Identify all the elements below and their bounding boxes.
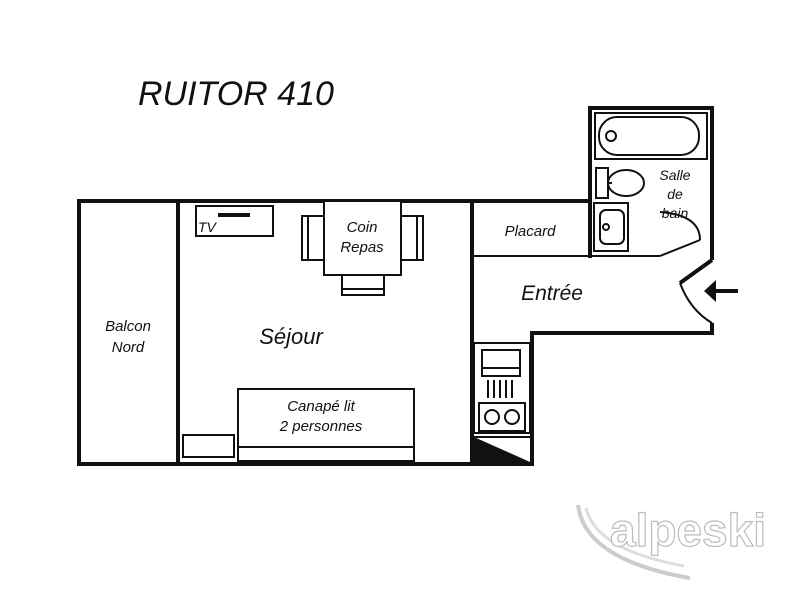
- bathtub-basin: [598, 116, 700, 156]
- chair-left: [301, 215, 325, 261]
- washbasin-drain: [602, 223, 610, 231]
- sofa-bed: [237, 388, 415, 462]
- placard-label: Placard: [505, 223, 557, 240]
- toilet-bowl: [607, 169, 645, 197]
- salle-label-1: Salle: [659, 167, 690, 183]
- tv-label: TV: [198, 219, 218, 235]
- logo-text: alpeski: [610, 504, 766, 556]
- coin-repas-label-2: Repas: [340, 239, 384, 256]
- bathroom-door-swing: [659, 211, 701, 241]
- side-table: [182, 434, 235, 458]
- apartment-walls: [176, 106, 714, 466]
- entrance-arrow-head: [704, 280, 716, 302]
- tv-unit: [195, 205, 274, 237]
- salle-label-3: bain: [662, 205, 689, 221]
- entrance-door-swing: [679, 282, 713, 324]
- plan-title: RUITOR 410: [138, 75, 334, 113]
- entrance-door-leaf: [678, 258, 714, 285]
- balcon-label-1: Balcon: [105, 318, 151, 335]
- canape-label-1: Canapé lit: [287, 398, 355, 415]
- washbasin-bowl: [599, 209, 625, 245]
- balcon-label-2: Nord: [112, 339, 145, 356]
- logo-swoosh-outer: [576, 504, 691, 580]
- coin-repas-label-1: Coin: [347, 219, 378, 236]
- logo-swoosh-inner: [584, 507, 685, 568]
- alpeski-logo: alpeski: [576, 503, 767, 580]
- kitchen-sink: [481, 349, 521, 377]
- salle-label-2: de: [667, 186, 683, 202]
- chair-right: [400, 215, 424, 261]
- chair-bottom: [341, 274, 385, 296]
- dining-table: [323, 200, 402, 276]
- bathtub-drain: [605, 130, 617, 142]
- tv-screen: [218, 213, 250, 217]
- entree-label: Entrée: [521, 282, 583, 305]
- sejour-label: Séjour: [259, 324, 324, 349]
- kitchen-fridge-marker: [474, 437, 530, 462]
- canape-label-2: 2 personnes: [279, 418, 363, 435]
- toilet-tank: [595, 167, 609, 199]
- hob-burner-right: [504, 409, 520, 425]
- bathroom-door-leaf: [659, 239, 701, 257]
- hob-burner-left: [484, 409, 500, 425]
